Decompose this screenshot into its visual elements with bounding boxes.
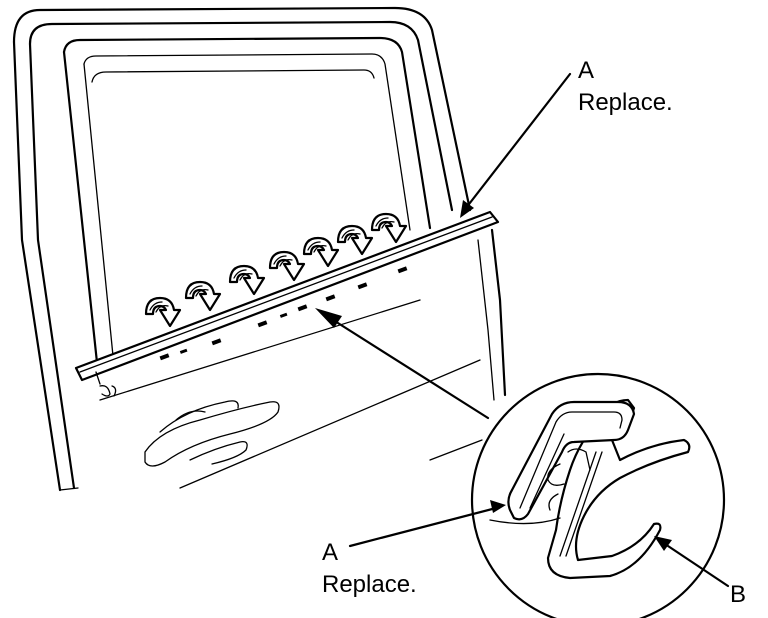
callout-a-letter-bottom: A: [322, 539, 339, 566]
push-arrow-icon: [228, 264, 266, 296]
label-leaders: [348, 72, 730, 588]
push-arrow-icon: [302, 236, 340, 268]
door-frame: [12, 6, 507, 492]
clip-detail-circle: [470, 372, 726, 618]
push-arrow-icon: [370, 212, 408, 244]
push-arrow-icon: [336, 224, 374, 256]
detail-leader: [315, 308, 490, 420]
window-molding-strip: [74, 210, 500, 397]
push-arrows: [144, 212, 408, 328]
callout-a-replace-top: Replace.: [578, 89, 673, 116]
push-arrow-icon: [268, 250, 306, 282]
push-arrow-icon: [144, 296, 182, 328]
callout-a-letter-top: A: [578, 57, 595, 84]
clip-slots: [159, 266, 408, 361]
push-arrow-icon: [184, 280, 222, 312]
callout-b-letter: B: [730, 581, 747, 608]
callout-a-replace-bottom: Replace.: [322, 571, 417, 598]
door-handle: [144, 400, 280, 467]
